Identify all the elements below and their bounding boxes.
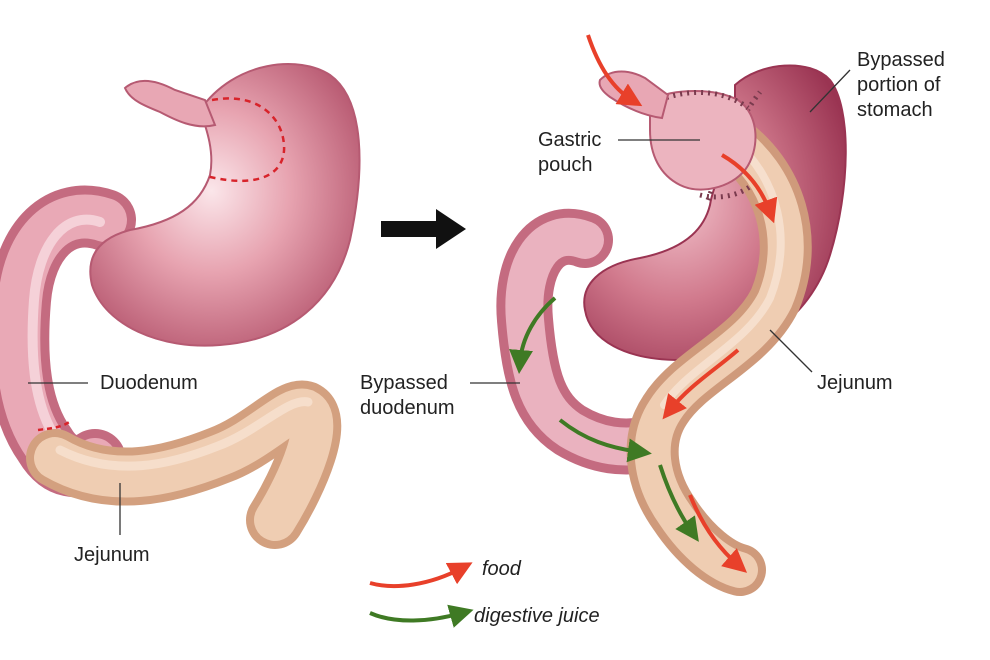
juice-arrows xyxy=(509,296,699,542)
transition-arrow xyxy=(381,209,466,249)
left-stomach xyxy=(89,63,361,347)
legend-juice-arrow xyxy=(369,604,474,628)
label-left-jejunum: Jejunum xyxy=(74,544,150,566)
right-anatomy xyxy=(470,34,851,596)
label-bypassed-duodenum: Bypassed duodenum xyxy=(360,372,455,419)
juice-arrow-2 xyxy=(558,418,652,463)
food-arrows xyxy=(586,34,778,573)
left-anatomy xyxy=(0,63,361,549)
pouch-cut-line xyxy=(205,97,286,183)
label-gastric-pouch: Gastric pouch xyxy=(538,129,602,176)
label-bypassed-stomach: Bypassed portion of stomach xyxy=(857,49,945,121)
leader-bypassed-stomach xyxy=(809,69,851,113)
legend-food-arrow xyxy=(369,562,473,589)
label-right-jejunum: Jejunum xyxy=(817,372,893,394)
legend-food-label: food xyxy=(482,558,521,580)
food-arrow-1 xyxy=(586,34,643,107)
juice-arrow-1 xyxy=(509,296,557,374)
label-left-duodenum: Duodenum xyxy=(100,372,198,394)
legend xyxy=(369,562,474,628)
food-arrow-4 xyxy=(688,494,748,573)
legend-juice-label: digestive juice xyxy=(474,605,600,627)
juice-arrow-3 xyxy=(658,464,699,542)
duodenum-cut-line xyxy=(37,419,73,432)
food-arrow-2 xyxy=(720,153,778,224)
leader-right-jejunum xyxy=(769,329,813,373)
left-esophagus xyxy=(123,79,217,128)
food-arrow-3 xyxy=(662,348,740,420)
